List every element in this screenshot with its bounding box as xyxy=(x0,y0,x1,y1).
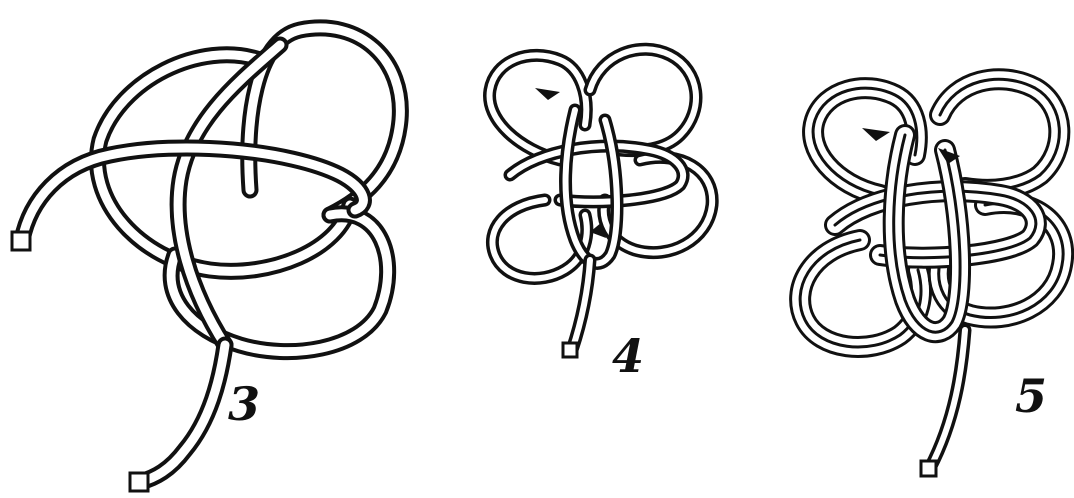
cord-tail-4 xyxy=(572,260,590,350)
knot-step-4: 4 xyxy=(490,49,713,383)
cord-tip-5 xyxy=(921,461,936,476)
cord-tip-bottom xyxy=(130,473,148,491)
cord-tip-left xyxy=(12,232,30,250)
cord-tail-5 xyxy=(930,330,965,468)
knot-step-5: 5 xyxy=(800,79,1063,476)
knot-step-3: 3 xyxy=(12,28,400,491)
direction-arrow-left xyxy=(862,128,890,141)
cord-loop-lower-right xyxy=(171,214,388,352)
cord-tip-4 xyxy=(563,343,577,357)
direction-arrow-upper xyxy=(535,88,560,100)
cord-center-horizontal xyxy=(510,146,683,202)
step-label-4: 4 xyxy=(612,329,644,383)
cord-diagonal xyxy=(178,45,280,345)
cord-standing-end xyxy=(140,345,225,482)
step-label-3: 3 xyxy=(228,377,260,431)
step-label-5: 5 xyxy=(1015,369,1047,423)
